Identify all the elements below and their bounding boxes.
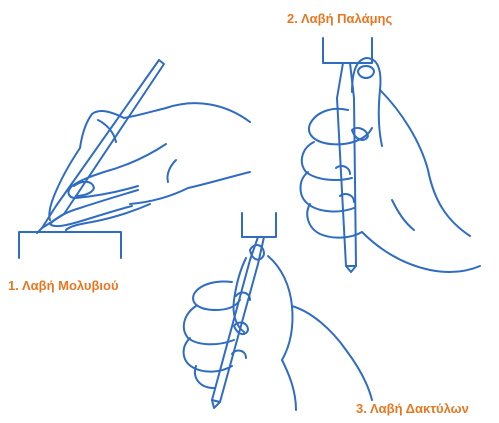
finger-b-3: [184, 306, 234, 344]
knuckle-crease-1: [167, 160, 176, 182]
knuckle-crease-2: [392, 200, 414, 230]
finger-second-2: [302, 142, 352, 180]
hand-back-3: [292, 306, 372, 400]
finger-a-3: [193, 282, 240, 311]
pencil-grip-illustration: [19, 60, 250, 258]
finger-grip-illustration: [184, 213, 372, 410]
index-finger-1: [49, 111, 124, 220]
caption-palm-grip: 2. Λαβή Παλάμης: [287, 12, 392, 25]
surface-outline-3: [242, 213, 276, 237]
hand-lower-3: [282, 360, 296, 410]
hand-lower-1: [130, 172, 250, 204]
nail-2b: [336, 166, 350, 174]
palm-grip-illustration: [301, 38, 481, 272]
thumb-nail-2: [358, 66, 374, 78]
caption-pencil-grip: 1. Λαβή Μολυβιού: [8, 279, 119, 292]
thumb-1: [69, 144, 166, 198]
finger-tool: [212, 237, 264, 402]
hand-lower-2: [362, 232, 480, 272]
caption-finger-grip: 3. Λαβή Δακτύλων: [356, 402, 469, 415]
surface-outline-1: [19, 232, 121, 258]
thumb-3: [268, 256, 293, 360]
hand-back-2: [380, 90, 470, 236]
hand-back-1: [124, 103, 250, 122]
